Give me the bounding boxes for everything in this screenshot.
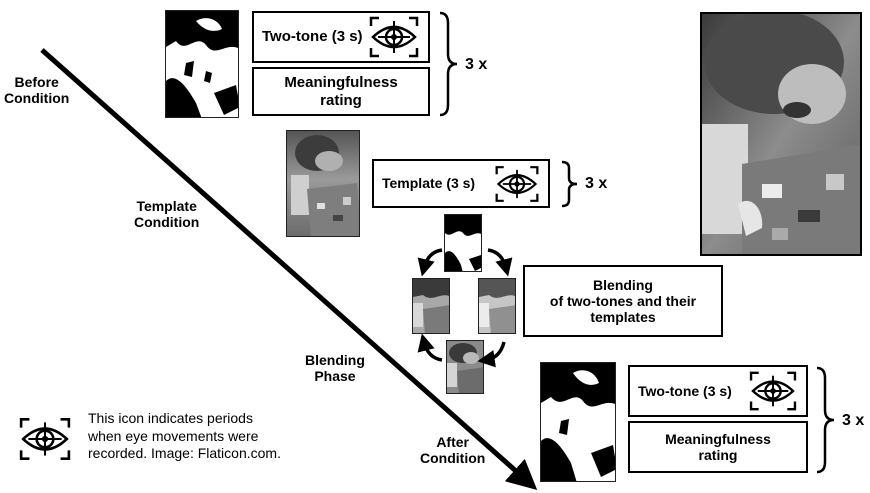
- blend-image-mixed-right: [478, 278, 516, 334]
- blend-image-two-tone: [444, 214, 482, 272]
- repeat-count-before: 3 x: [465, 56, 488, 73]
- rating-label: Meaningfulness rating: [665, 430, 771, 463]
- template-step: Template (3 s): [372, 159, 550, 208]
- phase-label-before: Before Condition: [4, 74, 70, 107]
- legend-text: This icon indicates periods when eye mov…: [88, 410, 281, 461]
- meaningfulness-rating-step-after: Meaningfulness rating: [628, 421, 808, 473]
- phase-label-after: After Condition: [420, 434, 486, 467]
- two-tone-label: Two-tone (3 s): [638, 382, 732, 399]
- blending-step: Blending of two-tones and their template…: [523, 265, 723, 337]
- eye-tracking-icon: [368, 15, 420, 59]
- two-tone-image-after: [540, 362, 616, 482]
- phase-label-blending: Blending Phase: [305, 352, 365, 385]
- repeat-count-template: 3 x: [585, 175, 608, 192]
- meaningfulness-rating-step-before: Meaningfulness rating: [252, 67, 430, 116]
- blending-label: Blending of two-tones and their template…: [549, 276, 697, 326]
- repeat-count-after: 3 x: [842, 412, 865, 429]
- repeat-bracket-template: [561, 160, 578, 208]
- template-label: Template (3 s): [382, 175, 476, 192]
- eye-tracking-icon: [494, 164, 540, 204]
- phase-label-template: Template Condition: [134, 198, 200, 231]
- two-tone-image-before: [165, 10, 239, 118]
- blend-image-template: [446, 340, 484, 394]
- legend-eye-icon: [18, 416, 72, 462]
- rating-label: Meaningfulness rating: [284, 74, 398, 109]
- blending-cycle-arrows: [417, 248, 513, 368]
- repeat-bracket-before: [439, 11, 458, 117]
- blend-image-mixed-left: [412, 278, 450, 334]
- two-tone-step-after: Two-tone (3 s): [628, 365, 808, 417]
- eye-tracking-icon: [748, 370, 798, 412]
- two-tone-label: Two-tone (3 s): [262, 28, 363, 46]
- two-tone-step-before: Two-tone (3 s): [252, 11, 430, 63]
- template-image: [286, 130, 360, 237]
- template-photo-large: [700, 12, 862, 256]
- repeat-bracket-after: [816, 366, 835, 474]
